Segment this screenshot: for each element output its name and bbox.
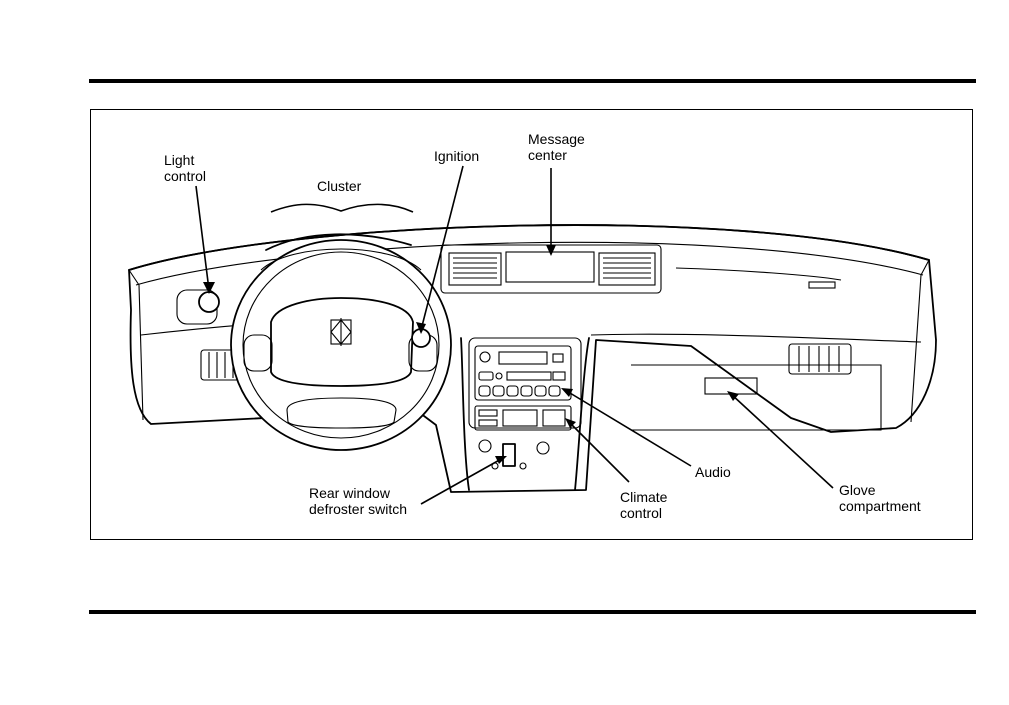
dashboard-figure: Light control Cluster Ignition Message c… bbox=[90, 109, 973, 540]
label-audio: Audio bbox=[695, 464, 731, 480]
dashboard-drawing bbox=[91, 110, 974, 541]
label-glove-compartment: Glove compartment bbox=[839, 482, 921, 514]
label-ignition: Ignition bbox=[434, 148, 479, 164]
label-light-control: Light control bbox=[164, 152, 206, 184]
label-climate-control: Climate control bbox=[620, 489, 667, 521]
cluster-brace bbox=[271, 204, 413, 212]
top-rule bbox=[89, 79, 976, 83]
label-message-center: Message center bbox=[528, 131, 585, 163]
label-rear-window-defroster: Rear window defroster switch bbox=[309, 485, 407, 517]
rear-defroster-switch bbox=[503, 444, 515, 466]
label-cluster: Cluster bbox=[317, 178, 361, 194]
bottom-rule bbox=[89, 610, 976, 614]
dashboard-outline bbox=[129, 225, 936, 492]
